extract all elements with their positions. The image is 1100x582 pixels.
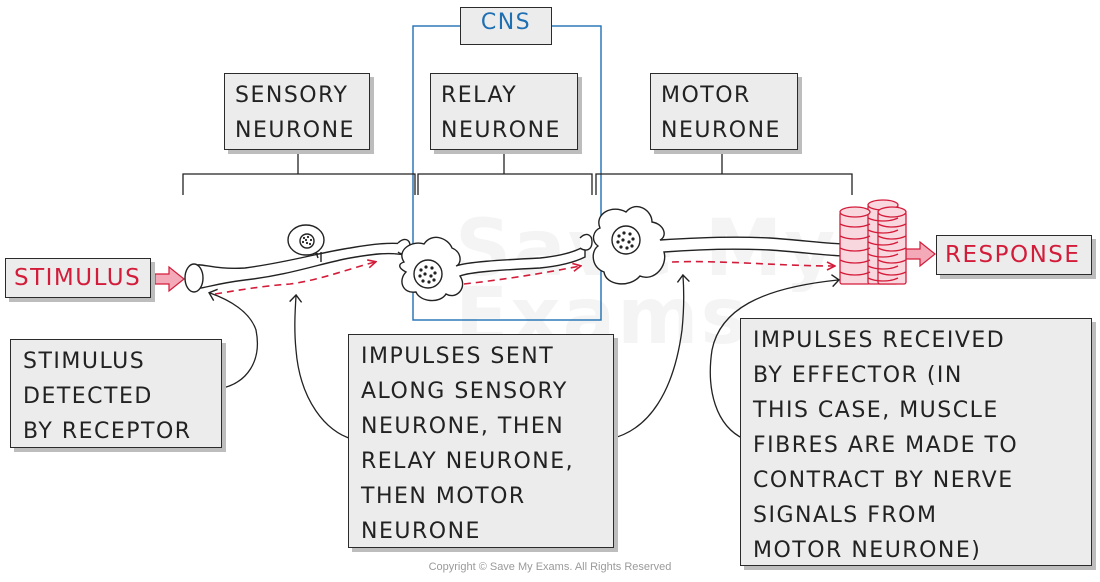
relay-neurone	[399, 236, 586, 302]
motor-neurone	[592, 206, 861, 285]
response-arrow	[905, 240, 936, 268]
stimulus-arrow	[154, 265, 185, 293]
muscle-fibres	[839, 199, 907, 285]
impulse-paths	[214, 262, 834, 295]
stimulus-label: STIMULUS	[5, 258, 151, 298]
pointer-lines	[208, 273, 841, 440]
neurone-brackets	[182, 150, 853, 195]
sensory-neurone	[184, 224, 405, 293]
impulses-note: IMPULSES SENT ALONG SENSORY NEURONE, THE…	[348, 334, 614, 548]
relay-synapse	[579, 233, 593, 251]
copyright-text: Copyright © Save My Exams. All Rights Re…	[428, 561, 672, 573]
receptor-note: STIMULUS DETECTED BY RECEPTOR	[10, 339, 222, 448]
effector-note: IMPULSES RECEIVED BY EFFECTOR (IN THIS C…	[740, 318, 1092, 566]
cns-label: CNS	[460, 7, 552, 45]
motor-neurone-label: MOTOR NEURONE	[650, 73, 798, 150]
relay-neurone-label: RELAY NEURONE	[430, 73, 578, 150]
sensory-neurone-label: SENSORY NEURONE	[224, 73, 370, 150]
response-label: RESPONSE	[936, 235, 1092, 275]
